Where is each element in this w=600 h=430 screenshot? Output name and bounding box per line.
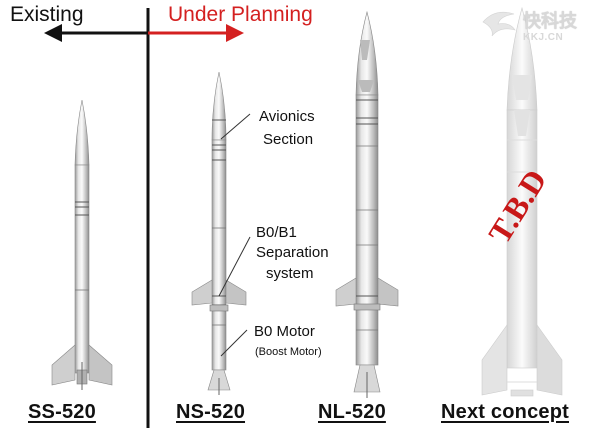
motor-label-line2: (Boost Motor)	[255, 346, 322, 358]
rocket-name-ns-520: NS-520	[176, 401, 246, 423]
avionics-leader-line	[220, 113, 251, 140]
separation-leader-line	[218, 236, 251, 297]
rocket-name-next-concept: Next concept	[441, 401, 569, 423]
rocket-next-concept	[481, 6, 563, 397]
separation-label-line2: Separation	[256, 244, 329, 261]
avionics-label-line2: Section	[263, 131, 314, 148]
watermark-subtext: KKJ.CN	[523, 32, 564, 43]
planning-arrow	[148, 24, 244, 42]
rocket-name-nl-520: NL-520	[318, 401, 386, 423]
watermark-text: 快科技	[523, 11, 577, 31]
under-planning-header: Under Planning	[168, 3, 313, 26]
rocket-ss-520	[51, 99, 113, 390]
avionics-label-line1: Avionics	[259, 108, 315, 125]
rocket-ns-520	[191, 71, 247, 395]
rocket-nl-520	[335, 10, 399, 398]
rocket-name-ss-520: SS-520	[28, 401, 96, 423]
existing-arrow	[44, 24, 148, 42]
motor-label-line1: B0 Motor	[254, 323, 315, 340]
motor-leader-line	[220, 329, 248, 357]
separation-label-line3: system	[266, 265, 314, 282]
separation-label-line1: B0/B1	[256, 224, 297, 241]
existing-header: Existing	[10, 3, 84, 26]
watermark-logo-icon	[482, 11, 516, 37]
